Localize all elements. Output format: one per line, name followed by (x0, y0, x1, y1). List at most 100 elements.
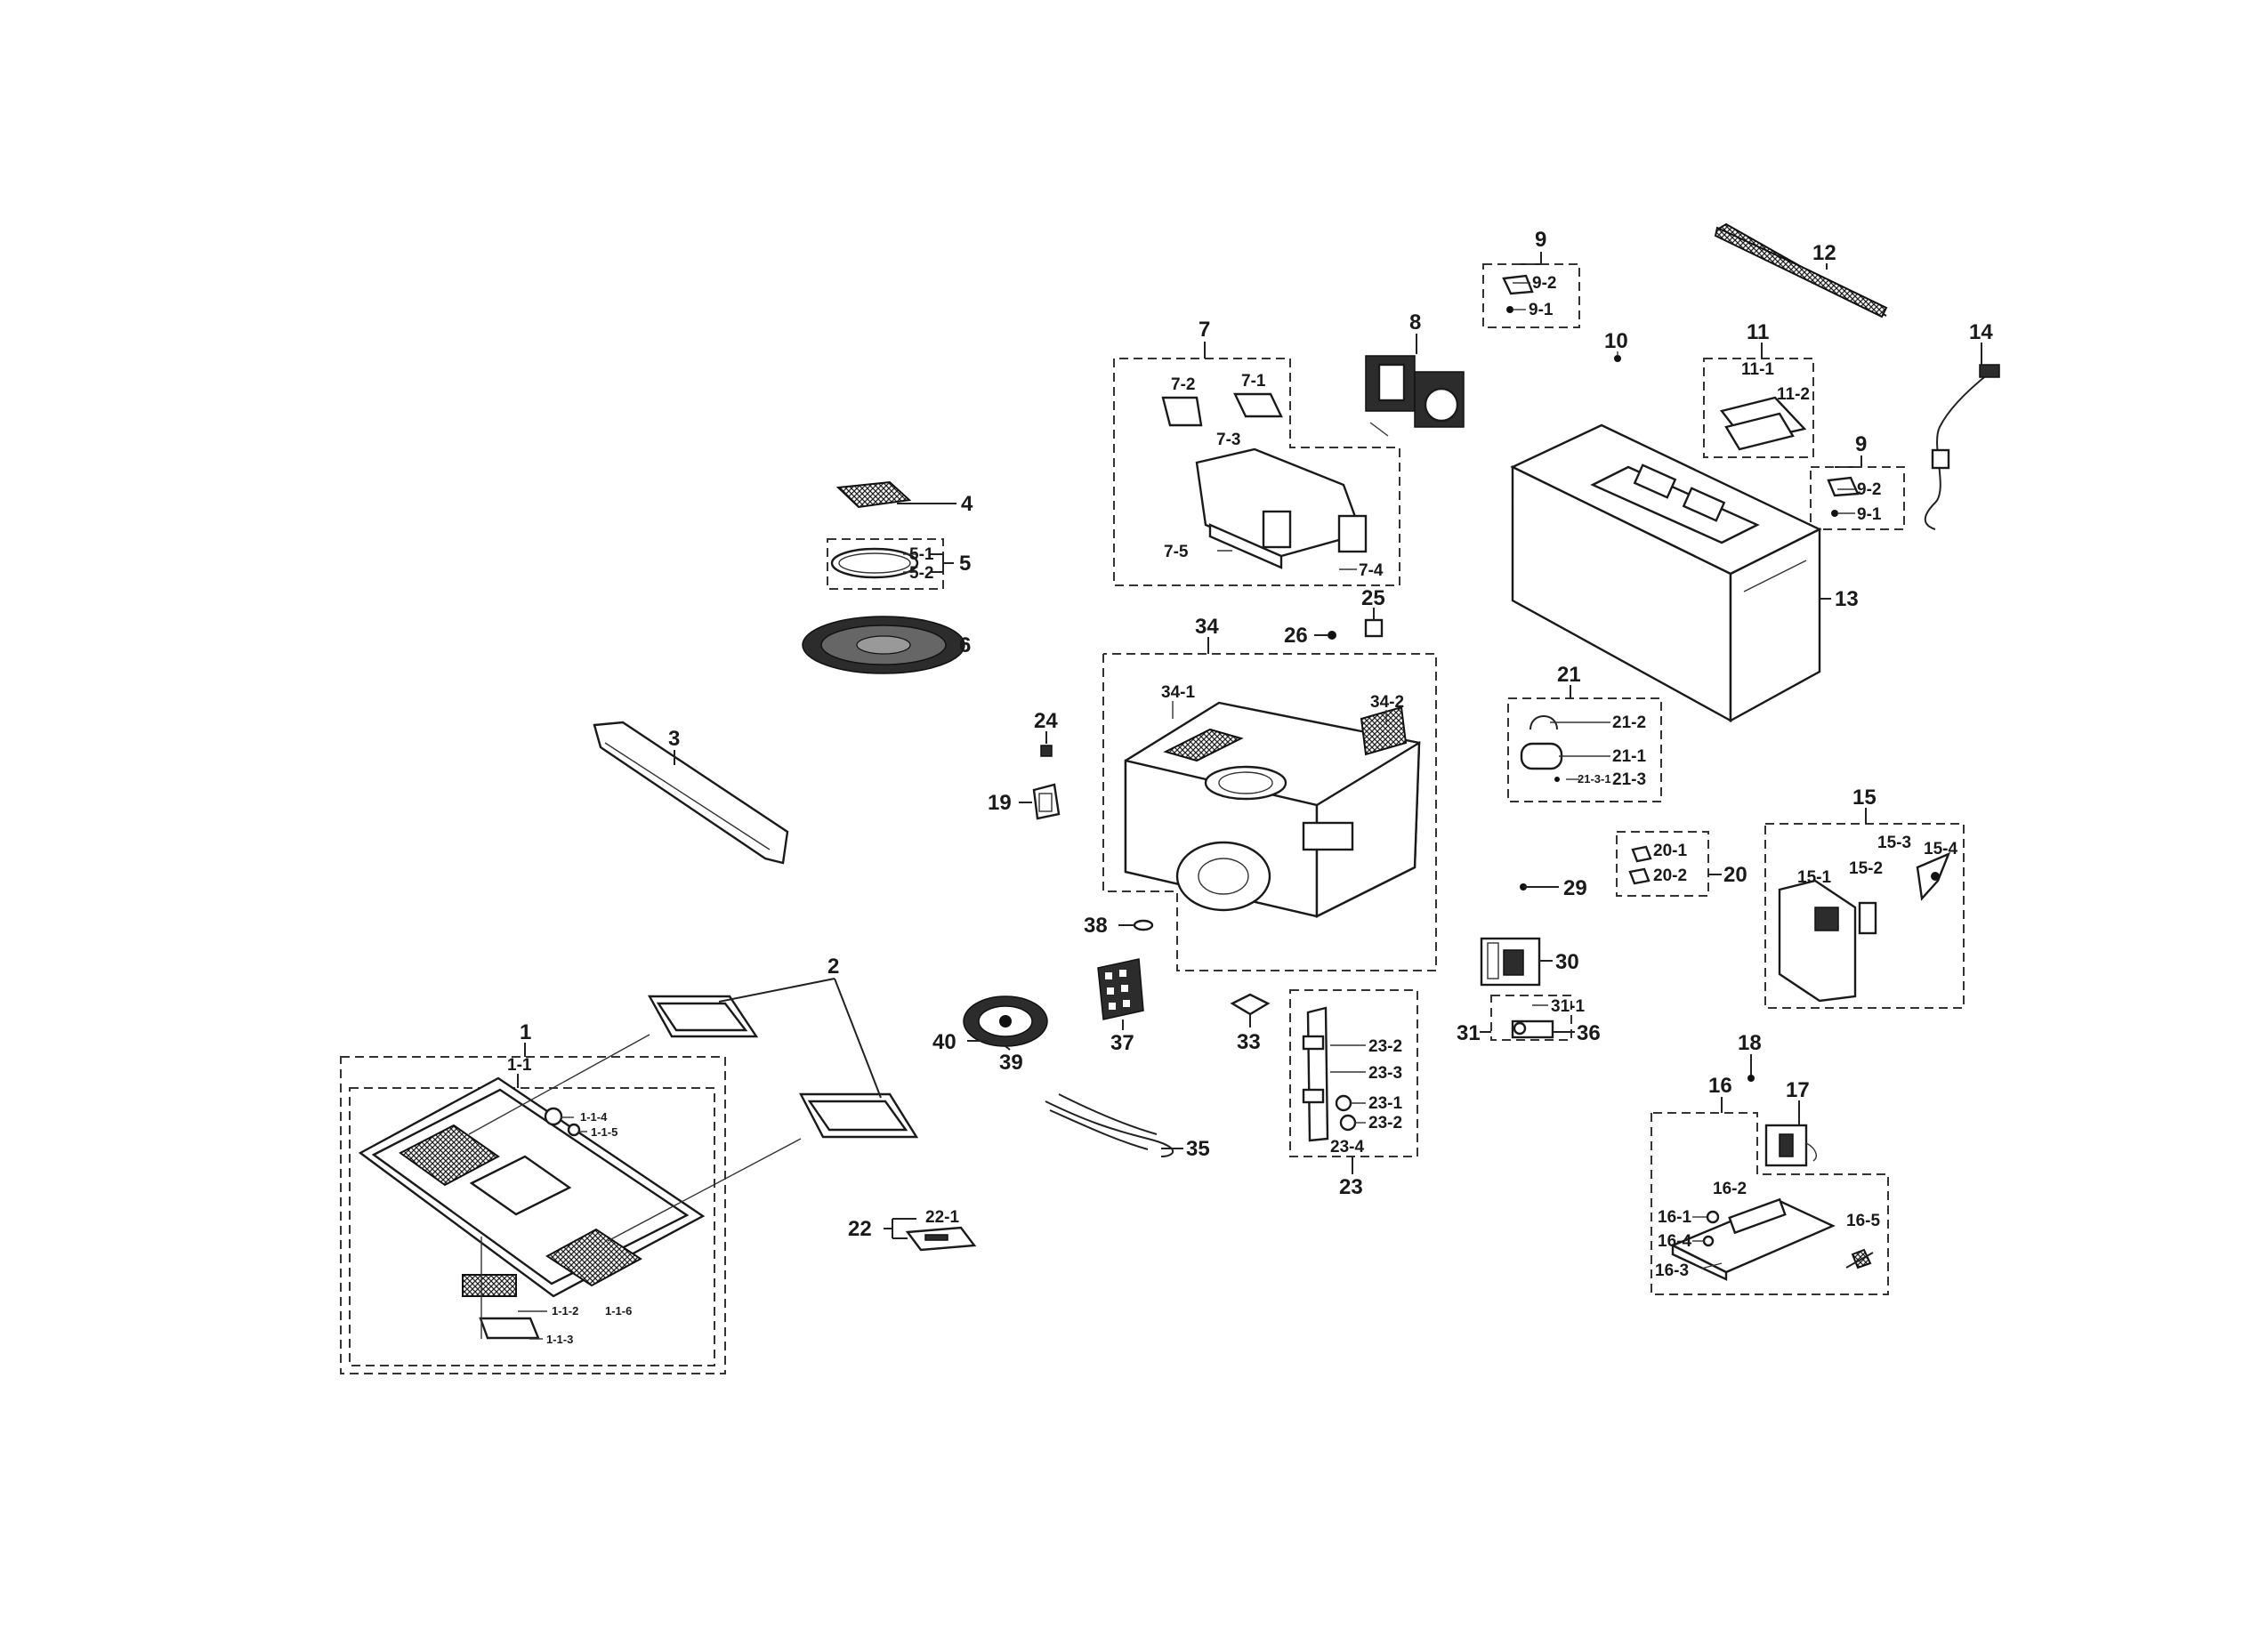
part-8-fan-motor (1365, 334, 1465, 437)
part-23-door-switch-assembly (1289, 989, 1418, 1157)
label-15: 15 (1852, 786, 1877, 810)
callout-labels: 1 1-1 1-1-4 1-1-5 1-1-6 1-1-2 1-1-3 2 3 … (507, 228, 1993, 1346)
label-20-2: 20-2 (1653, 866, 1687, 885)
label-11-1: 11-1 (1741, 360, 1774, 379)
label-1: 1 (520, 1020, 531, 1044)
label-31-1: 31-1 (1551, 997, 1585, 1016)
label-23-4: 23-4 (1330, 1138, 1364, 1156)
label-4: 4 (961, 492, 973, 516)
label-34-2: 34-2 (1370, 693, 1404, 712)
part-37-wave-guide-cover (1097, 958, 1144, 1020)
label-19: 19 (988, 791, 1012, 815)
label-1-1-3: 1-1-3 (546, 1333, 573, 1346)
label-15-2: 15-2 (1849, 859, 1883, 878)
label-16-2: 16-2 (1713, 1180, 1747, 1198)
label-7-1: 7-1 (1241, 372, 1266, 391)
part-25-fuse (1364, 618, 1384, 638)
part-1-base-plate (340, 1056, 726, 1374)
label-16-1: 16-1 (1658, 1208, 1691, 1227)
label-12: 12 (1812, 241, 1836, 265)
label-15-4: 15-4 (1924, 840, 1957, 858)
part-7-air-duct-assembly (1113, 358, 1400, 586)
label-9-2-side: 9-2 (1857, 480, 1881, 499)
part-11-mounting-bracket (1703, 358, 1814, 458)
part-33-stirrer-cover (1230, 993, 1271, 1016)
label-23-3: 23-3 (1368, 1064, 1402, 1083)
label-23-2-b: 23-2 (1368, 1114, 1402, 1132)
part-5-roller-ring (827, 538, 944, 590)
label-1-1-4: 1-1-4 (580, 1110, 608, 1124)
part-18-screw (1747, 1054, 1755, 1082)
label-26: 26 (1284, 624, 1308, 648)
label-16-5: 16-5 (1846, 1212, 1880, 1230)
label-16: 16 (1708, 1074, 1732, 1098)
label-34-1: 34-1 (1161, 683, 1195, 702)
label-11-2: 11-2 (1777, 385, 1810, 404)
label-23-1: 23-1 (1368, 1094, 1402, 1113)
label-10: 10 (1604, 329, 1628, 353)
part-13-outer-case (1510, 423, 1822, 723)
label-14: 14 (1969, 320, 1993, 344)
label-3: 3 (668, 727, 680, 751)
part-12-top-strip (1714, 222, 1888, 318)
label-25: 25 (1361, 586, 1385, 610)
label-40: 40 (932, 1030, 956, 1054)
label-33: 33 (1237, 1030, 1261, 1054)
label-7-2: 7-2 (1171, 375, 1195, 394)
label-38: 38 (1084, 914, 1108, 938)
part-29-screw (1520, 883, 1535, 891)
label-9-top: 9 (1535, 228, 1546, 252)
label-24: 24 (1034, 709, 1058, 733)
label-34: 34 (1195, 615, 1219, 639)
label-16-3: 16-3 (1655, 1261, 1689, 1280)
label-23-2-a: 23-2 (1368, 1037, 1402, 1056)
label-9-2-top: 9-2 (1532, 274, 1556, 293)
label-39: 39 (999, 1051, 1023, 1075)
leader-lines (468, 263, 1982, 1340)
label-1-1-5: 1-1-5 (591, 1125, 617, 1139)
part-17-transformer (1764, 1124, 1817, 1167)
part-16-base-assembly (1651, 1112, 1889, 1295)
part-14-power-cord (1924, 364, 2000, 530)
part-38-clip (1133, 919, 1154, 931)
label-9-1-top: 9-1 (1529, 301, 1554, 319)
label-1-1-2: 1-1-2 (552, 1304, 578, 1318)
part-4-charcoal-filter (835, 480, 912, 509)
label-13: 13 (1835, 587, 1859, 611)
label-15-1: 15-1 (1797, 868, 1831, 887)
label-7-5: 7-5 (1164, 543, 1189, 561)
part-30-high-voltage-transformer (1480, 937, 1541, 987)
part-24-clip (1040, 745, 1053, 757)
part-19-window-bracket (1032, 783, 1061, 820)
part-31-fuse-holder (1490, 995, 1572, 1041)
label-37: 37 (1110, 1031, 1134, 1055)
label-21-3-1: 21-3-1 (1578, 772, 1611, 786)
label-35: 35 (1186, 1137, 1210, 1161)
part-9-side-bracket (1810, 455, 1905, 530)
label-29: 29 (1563, 876, 1587, 900)
label-17: 17 (1786, 1078, 1810, 1102)
label-5-1: 5-1 (909, 545, 934, 564)
label-30: 30 (1555, 950, 1579, 974)
label-21: 21 (1557, 663, 1581, 687)
label-22-1: 22-1 (925, 1208, 959, 1227)
label-2: 2 (827, 955, 839, 979)
part-6-turntable-tray (802, 616, 965, 674)
label-1-1-6: 1-1-6 (605, 1304, 632, 1318)
part-15-control-assembly (1764, 823, 1965, 1009)
label-18: 18 (1738, 1031, 1762, 1055)
part-35-wire-harness (1045, 1093, 1174, 1157)
part-39-roller-guide (963, 995, 1048, 1047)
label-1-1: 1-1 (507, 1056, 532, 1075)
label-6: 6 (959, 633, 971, 657)
label-15-3: 15-3 (1877, 834, 1911, 852)
label-8: 8 (1409, 310, 1421, 334)
label-7-3: 7-3 (1216, 431, 1240, 449)
label-20: 20 (1723, 863, 1747, 887)
label-20-1: 20-1 (1653, 842, 1687, 860)
part-20-switch-set (1616, 831, 1709, 897)
label-31: 31 (1457, 1021, 1481, 1045)
part-9-top-bracket (1482, 252, 1580, 328)
label-21-2: 21-2 (1612, 713, 1646, 732)
